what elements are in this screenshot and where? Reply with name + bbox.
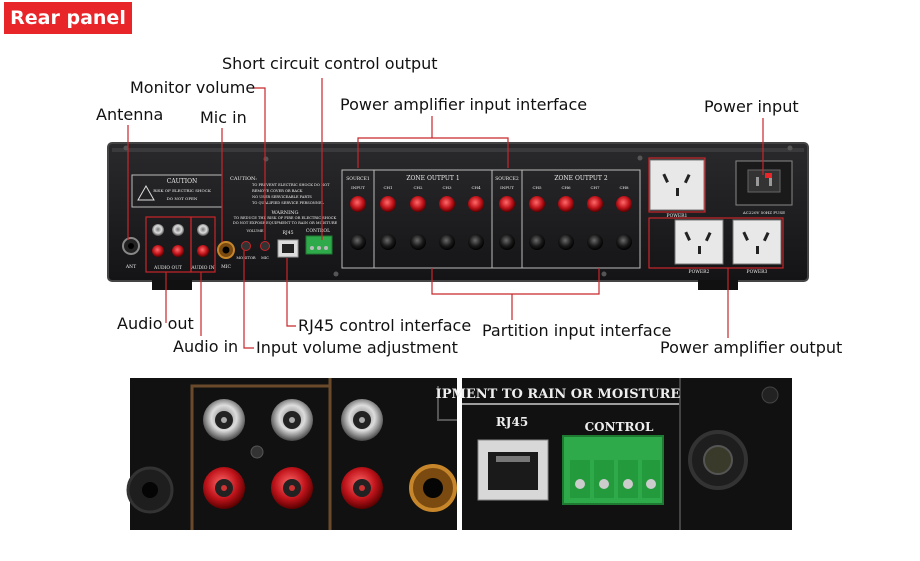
svg-text:WARNING: WARNING xyxy=(272,210,299,216)
callout-rj45-control: RJ45 control interface xyxy=(298,316,472,335)
binding-post-black[interactable] xyxy=(529,234,545,250)
svg-text:ZONE OUTPUT 1: ZONE OUTPUT 1 xyxy=(406,175,459,182)
svg-text:TO PREVENT ELECTRIC SHOCK DO N: TO PREVENT ELECTRIC SHOCK DO NOT xyxy=(252,183,330,187)
svg-text:CONTROL: CONTROL xyxy=(585,420,654,434)
callout-mic-in: Mic in xyxy=(200,108,247,127)
svg-text:ZONE OUTPUT 2: ZONE OUTPUT 2 xyxy=(554,175,608,182)
audio-out-rca-red[interactable] xyxy=(152,245,164,257)
svg-text:IPMENT TO RAIN OR MOISTURE: IPMENT TO RAIN OR MOISTURE xyxy=(436,387,681,402)
callout-audio-out: Audio out xyxy=(117,314,194,333)
svg-text:AUDIO IN: AUDIO IN xyxy=(190,265,214,271)
svg-text:VOLUME: VOLUME xyxy=(246,229,264,233)
svg-text:INPUT: INPUT xyxy=(500,185,514,190)
zone2-terminals: CH5 CH6 CH7 CH8 xyxy=(529,185,632,250)
control-terminal-block[interactable] xyxy=(305,235,333,255)
power2-outlet[interactable] xyxy=(674,219,724,265)
binding-post-red[interactable] xyxy=(468,196,484,212)
svg-text:CH3: CH3 xyxy=(442,185,452,190)
callout-power-amp-input: Power amplifier input interface xyxy=(340,95,588,114)
binding-post-red[interactable] xyxy=(587,196,603,212)
svg-text:POWER2: POWER2 xyxy=(689,269,710,275)
source2-input-red[interactable] xyxy=(499,196,515,212)
svg-text:ANT: ANT xyxy=(125,264,136,270)
svg-text:AC220V 50HZ FUSE: AC220V 50HZ FUSE xyxy=(742,210,785,215)
callout-audio-in: Audio in xyxy=(173,337,239,356)
svg-text:TO QUALIFIED SERVICE PERSONNEL: TO QUALIFIED SERVICE PERSONNEL xyxy=(252,201,325,205)
svg-text:MONITOR: MONITOR xyxy=(236,256,256,260)
binding-post-red[interactable] xyxy=(380,196,396,212)
binding-post-black[interactable] xyxy=(468,234,484,250)
audio-in-rca-red[interactable] xyxy=(197,245,209,257)
callout-power-amp-output: Power amplifier output xyxy=(660,338,843,357)
callout-monitor-volume: Monitor volume xyxy=(130,78,256,97)
foot xyxy=(152,280,192,290)
svg-text:CH8: CH8 xyxy=(619,185,629,190)
caution-title: CAUTION xyxy=(167,178,198,185)
svg-text:CH2: CH2 xyxy=(413,185,423,190)
svg-text:SOURCE2: SOURCE2 xyxy=(495,176,519,182)
svg-text:POWER3: POWER3 xyxy=(747,269,768,275)
svg-text:CONTROL: CONTROL xyxy=(306,228,330,234)
binding-post-black[interactable] xyxy=(380,234,396,250)
svg-text:DO NOT OPEN: DO NOT OPEN xyxy=(167,196,198,201)
binding-post-black[interactable] xyxy=(616,234,632,250)
callout-antenna: Antenna xyxy=(96,105,164,124)
svg-text:REMOVE COVER OR BACK: REMOVE COVER OR BACK xyxy=(252,189,303,193)
audio-in-rca-white[interactable] xyxy=(197,224,209,236)
binding-post-black[interactable] xyxy=(558,234,574,250)
svg-text:CH4: CH4 xyxy=(471,185,481,190)
binding-post-red[interactable] xyxy=(616,196,632,212)
binding-post-red[interactable] xyxy=(529,196,545,212)
svg-text:AUDIO OUT: AUDIO OUT xyxy=(153,265,182,271)
rear-panel-badge: Rear panel xyxy=(4,2,132,34)
callout-power-input: Power input xyxy=(704,97,799,116)
power1-outlet[interactable] xyxy=(649,159,705,211)
binding-post-black[interactable] xyxy=(410,234,426,250)
foot xyxy=(698,280,738,290)
binding-post-red[interactable] xyxy=(439,196,455,212)
zone1-terminals: CH1 CH2 CH3 CH4 xyxy=(380,185,484,250)
svg-text:MIC: MIC xyxy=(221,264,231,270)
binding-post-red[interactable] xyxy=(558,196,574,212)
svg-text:CH5: CH5 xyxy=(532,185,542,190)
svg-text:MIC: MIC xyxy=(261,256,269,260)
leader-lines xyxy=(127,78,764,349)
binding-post-red[interactable] xyxy=(410,196,426,212)
source1-input-black[interactable] xyxy=(350,234,366,250)
svg-text:CH1: CH1 xyxy=(383,185,392,190)
binding-post-black[interactable] xyxy=(587,234,603,250)
svg-text:POWER1: POWER1 xyxy=(667,213,688,219)
svg-text:CH6: CH6 xyxy=(561,185,571,190)
input-volume-knob[interactable] xyxy=(241,241,251,251)
svg-text:INPUT: INPUT xyxy=(351,185,365,190)
svg-text:CH7: CH7 xyxy=(590,185,600,190)
audio-out-rca-white[interactable] xyxy=(172,224,184,236)
audio-out-rca-red[interactable] xyxy=(172,245,184,257)
binding-post-black[interactable] xyxy=(439,234,455,250)
source2-input-black[interactable] xyxy=(499,234,515,250)
source1-input-red[interactable] xyxy=(350,196,366,212)
svg-text:RJ45: RJ45 xyxy=(283,230,294,236)
callout-partition-input: Partition input interface xyxy=(482,321,672,340)
callout-input-volume: Input volume adjustment xyxy=(256,338,458,357)
power3-outlet[interactable] xyxy=(732,219,782,265)
callout-short-circuit: Short circuit control output xyxy=(222,54,438,73)
monitor-volume-knob[interactable] xyxy=(260,241,270,251)
svg-text:RISK OF ELECTRIC SHOCK: RISK OF ELECTRIC SHOCK xyxy=(153,188,212,193)
svg-text:RJ45: RJ45 xyxy=(496,415,528,429)
svg-text:NO USER SERVICEABLE PARTS: NO USER SERVICEABLE PARTS xyxy=(252,195,312,199)
svg-text:DO NOT EXPOSE EQUIPMENT TO RAI: DO NOT EXPOSE EQUIPMENT TO RAIN OR MOIST… xyxy=(233,221,338,225)
audio-out-rca-white[interactable] xyxy=(152,224,164,236)
svg-text:CAUTION:: CAUTION: xyxy=(230,176,257,182)
svg-text:SOURCE1: SOURCE1 xyxy=(346,176,370,182)
svg-text:TO REDUCE THE RISK OF FIRE OR: TO REDUCE THE RISK OF FIRE OR ELECTRIC S… xyxy=(234,216,337,220)
warning-triangle-icon xyxy=(137,184,155,201)
